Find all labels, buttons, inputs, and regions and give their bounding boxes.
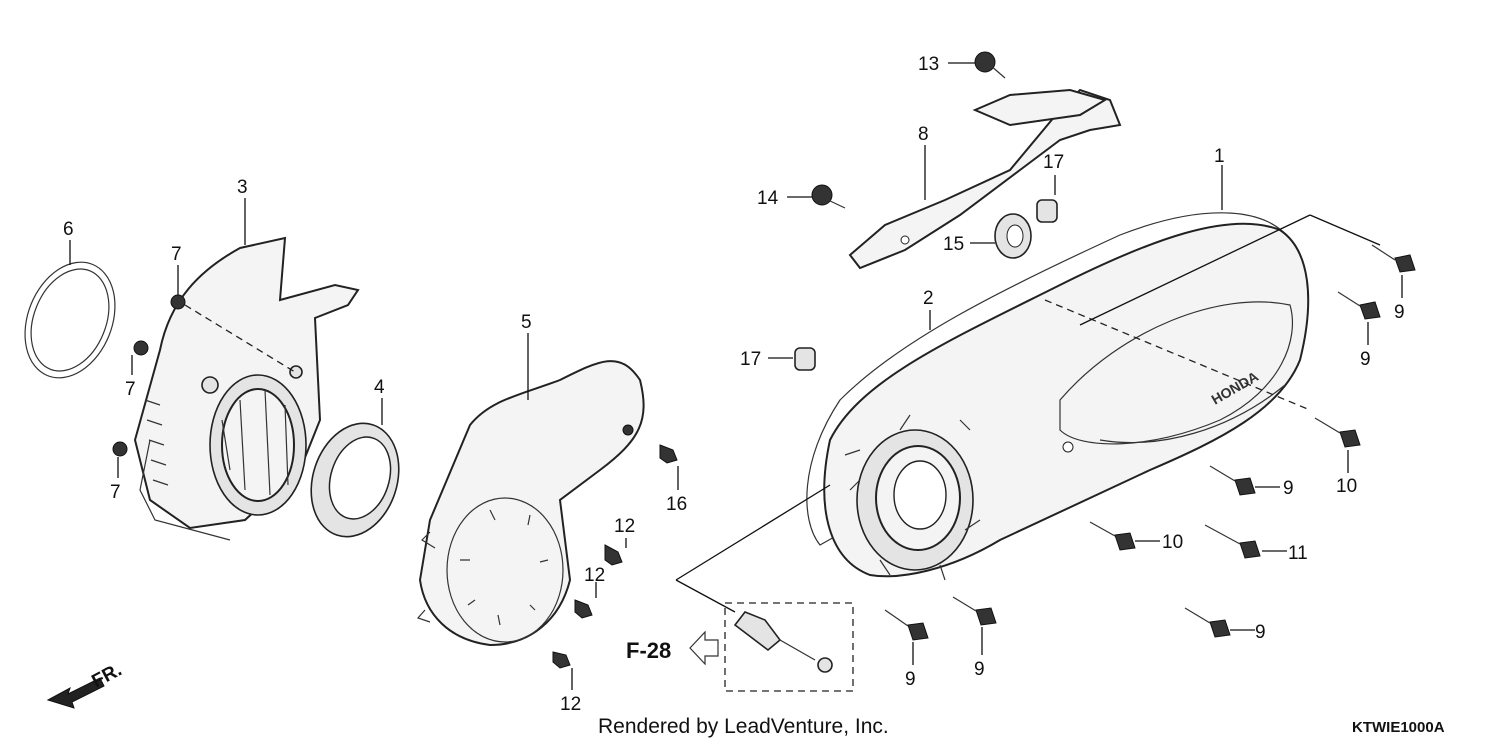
footer-credit: Rendered by LeadVenture, Inc. bbox=[598, 715, 889, 738]
part-14-bolt bbox=[811, 184, 846, 209]
callout-10-a: 10 bbox=[1336, 476, 1357, 497]
reference-label: F-28 bbox=[626, 638, 671, 663]
footer-diagram-code: KTWIE1000A bbox=[1352, 719, 1445, 736]
part-8-bracket bbox=[848, 88, 1122, 270]
callout-9-e: 9 bbox=[905, 669, 916, 690]
part-4-filter-ring bbox=[310, 422, 400, 538]
callout-3: 3 bbox=[237, 177, 248, 198]
part-6-seal-ring bbox=[24, 261, 116, 379]
part-1-crankcase-cover: HONDA bbox=[823, 222, 1310, 581]
part-16-screw bbox=[659, 444, 678, 464]
callout-12-c: 12 bbox=[560, 694, 581, 715]
part-12-screws bbox=[552, 544, 623, 669]
callout-numbers: 1 2 3 4 5 6 7 7 7 8 9 9 9 9 9 9 10 10 11… bbox=[63, 54, 1405, 715]
part-5-outer-cover bbox=[416, 360, 645, 647]
callout-10-b: 10 bbox=[1162, 532, 1183, 553]
leader-lines bbox=[69, 62, 1403, 690]
part-3-air-shroud bbox=[133, 236, 360, 541]
callout-7-mid: 7 bbox=[125, 379, 136, 400]
callout-5: 5 bbox=[521, 312, 532, 333]
callout-14: 14 bbox=[757, 188, 779, 209]
callout-9-d: 9 bbox=[1255, 622, 1266, 643]
callout-7-top: 7 bbox=[171, 244, 182, 265]
callout-12-a: 12 bbox=[614, 516, 635, 537]
callout-9-f: 9 bbox=[974, 659, 985, 680]
f28-detail bbox=[675, 484, 854, 692]
callout-9-a: 9 bbox=[1394, 302, 1405, 323]
front-direction-arrow bbox=[46, 677, 105, 709]
callout-13: 13 bbox=[918, 54, 939, 75]
callout-17-a: 17 bbox=[1043, 152, 1064, 173]
callout-12-b: 12 bbox=[584, 565, 605, 586]
callout-1: 1 bbox=[1214, 146, 1225, 167]
part-17-dowels bbox=[794, 199, 1058, 371]
callout-7-bottom: 7 bbox=[110, 482, 121, 503]
callout-4: 4 bbox=[374, 377, 385, 398]
callout-11: 11 bbox=[1288, 543, 1308, 564]
part-13-bolt bbox=[974, 51, 1006, 79]
part-9-10-11-bolts bbox=[884, 244, 1416, 641]
part-15-bearing bbox=[994, 213, 1032, 259]
callout-8: 8 bbox=[918, 124, 929, 145]
callout-9-b: 9 bbox=[1360, 349, 1371, 370]
callout-16: 16 bbox=[666, 494, 687, 515]
callout-15: 15 bbox=[943, 234, 964, 255]
callout-17-b: 17 bbox=[740, 349, 761, 370]
part-7-clips bbox=[112, 294, 296, 457]
part-2-gasket bbox=[806, 212, 1301, 546]
callout-9-c: 9 bbox=[1283, 478, 1294, 499]
callout-2: 2 bbox=[923, 288, 934, 309]
callout-6: 6 bbox=[63, 219, 74, 240]
